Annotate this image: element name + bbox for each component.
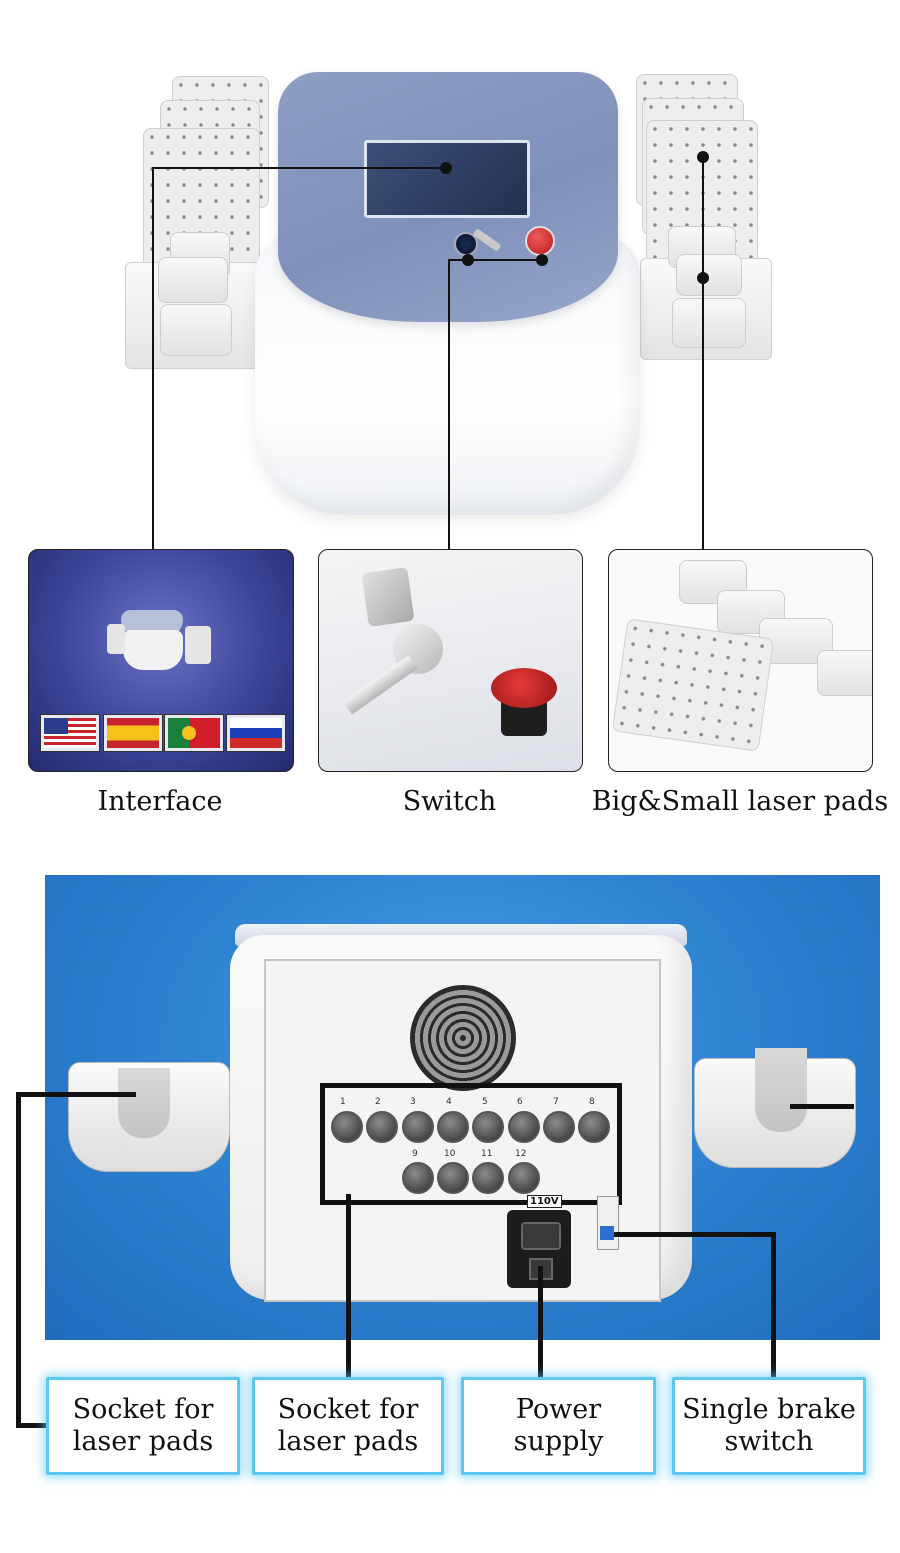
caption-interface: Interface — [97, 786, 223, 817]
right-holder-slot — [755, 1048, 807, 1132]
label-brake-switch-text: Single brake switch — [682, 1394, 856, 1457]
laser-pad-socket — [472, 1111, 504, 1143]
voltage-label: 110V — [527, 1195, 562, 1208]
left-socket-callout-v — [16, 1092, 21, 1428]
pads-callout-v — [702, 157, 704, 550]
interface-callout-dot — [440, 162, 452, 174]
switch-callout-dot-key — [462, 254, 474, 266]
key-icon — [333, 614, 453, 715]
label-socket-left: Socket for laser pads — [46, 1377, 240, 1475]
right-small-pad-3 — [672, 298, 746, 348]
socket-number: 9 — [412, 1149, 418, 1159]
socket-number: 3 — [410, 1097, 416, 1107]
laser-pad-socket — [508, 1162, 540, 1194]
pads-callout-dot-small — [697, 272, 709, 284]
switch-callout-v — [448, 259, 450, 550]
laser-pad-socket — [437, 1162, 469, 1194]
left-socket-callout-h2 — [16, 1423, 46, 1428]
socket-callout-v — [346, 1194, 351, 1378]
left-holder-slot — [118, 1068, 170, 1138]
socket-number: 6 — [517, 1097, 523, 1107]
left-small-pad-3 — [160, 304, 232, 356]
laser-pad-socket — [437, 1111, 469, 1143]
left-socket-callout-h — [16, 1092, 136, 1097]
interface-callout-h — [152, 167, 446, 169]
socket-number: 11 — [481, 1149, 493, 1159]
portugal-flag-icon[interactable] — [165, 715, 223, 751]
label-socket-center-text: Socket for laser pads — [277, 1394, 419, 1457]
laser-pad-socket — [402, 1162, 434, 1194]
emergency-button-icon — [491, 668, 557, 738]
socket-highlight-box — [320, 1083, 622, 1205]
brake-switch — [597, 1196, 619, 1250]
laser-pad-socket — [331, 1111, 363, 1143]
socket-number: 7 — [553, 1097, 559, 1107]
interface-callout-v — [152, 167, 154, 550]
socket-number: 1 — [340, 1097, 346, 1107]
caption-switch: Switch — [402, 786, 497, 817]
brake-callout-v — [771, 1232, 776, 1378]
socket-number: 5 — [482, 1097, 488, 1107]
label-socket-left-text: Socket for laser pads — [72, 1394, 214, 1457]
left-small-pad-2 — [158, 257, 228, 303]
switch-thumbnail — [318, 549, 583, 772]
right-holder-callout — [790, 1104, 854, 1109]
socket-number: 4 — [446, 1097, 452, 1107]
russia-flag-icon[interactable] — [227, 715, 285, 751]
laser-pad-socket — [543, 1111, 575, 1143]
laser-pad-socket — [402, 1111, 434, 1143]
label-socket-center: Socket for laser pads — [252, 1377, 444, 1475]
power-callout-v — [538, 1266, 543, 1378]
big-pad — [611, 618, 775, 752]
right-small-pad-2 — [676, 254, 742, 296]
laser-pad-socket — [472, 1162, 504, 1194]
laser-pad-socket — [578, 1111, 610, 1143]
pads-thumbnail — [608, 549, 873, 772]
caption-pads: Big&Small laser pads — [591, 786, 889, 817]
spain-flag-icon[interactable] — [104, 715, 162, 751]
emergency-stop-button — [525, 226, 555, 256]
us-flag-icon[interactable] — [41, 715, 99, 751]
socket-number: 12 — [515, 1149, 527, 1159]
interface-thumbnail — [28, 549, 294, 772]
switch-callout-h — [448, 259, 542, 261]
label-brake-switch: Single brake switch — [672, 1377, 866, 1475]
label-power-supply: Power supply — [461, 1377, 656, 1475]
pads-callout-dot-big — [697, 151, 709, 163]
device-screen — [364, 140, 530, 218]
laser-pad-socket — [508, 1111, 540, 1143]
brake-switch-toggle — [600, 1226, 614, 1240]
label-power-supply-text: Power supply — [513, 1394, 604, 1457]
laser-pad-socket — [366, 1111, 398, 1143]
brake-callout-h — [614, 1232, 776, 1237]
socket-number: 10 — [444, 1149, 456, 1159]
fan-icon — [410, 985, 516, 1091]
device-front-photo — [0, 0, 900, 540]
socket-number: 8 — [589, 1097, 595, 1107]
small-pad-4 — [817, 650, 872, 696]
switch-callout-dot-button — [536, 254, 548, 266]
socket-number: 2 — [375, 1097, 381, 1107]
interface-device-image — [107, 604, 217, 674]
